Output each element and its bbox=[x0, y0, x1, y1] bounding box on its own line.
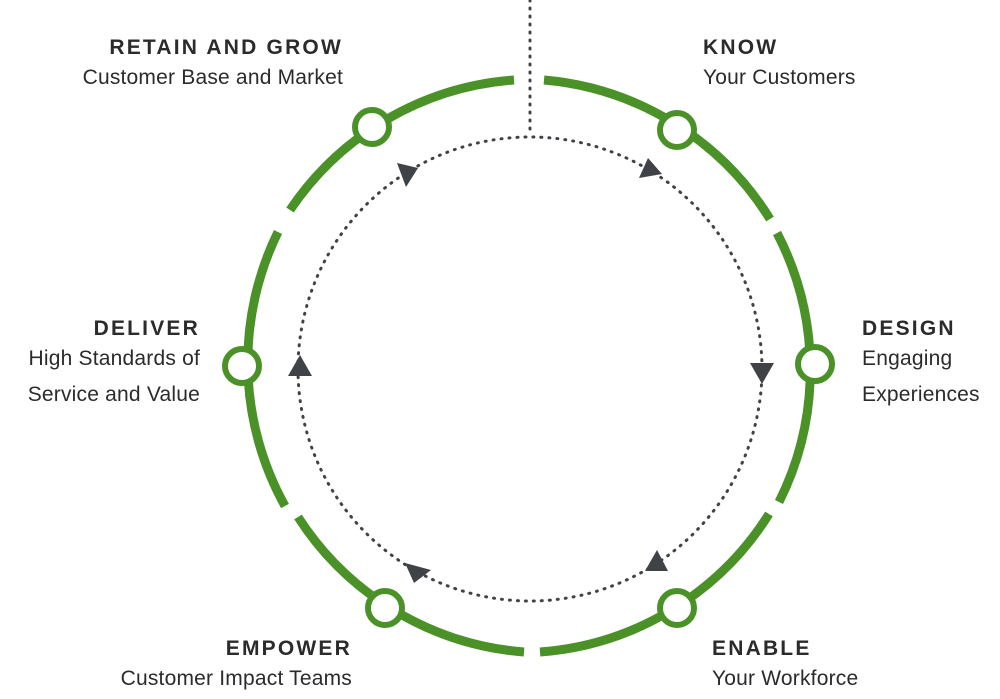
node-design bbox=[795, 344, 835, 384]
arrow-retain bbox=[397, 163, 418, 187]
label-retain-title: RETAIN AND GROW bbox=[109, 36, 343, 59]
label-empower-title: EMPOWER bbox=[225, 637, 352, 660]
label-deliver: DELIVER High Standards of Service and Va… bbox=[28, 317, 200, 413]
node-empower bbox=[365, 588, 405, 628]
ring-segment-bottom-left bbox=[294, 514, 525, 657]
arrow-design bbox=[750, 363, 774, 384]
ring-segment-top-left bbox=[286, 75, 515, 213]
node-enable bbox=[657, 588, 697, 628]
label-deliver-line-2: Service and Value bbox=[27, 383, 200, 406]
node-know bbox=[657, 110, 697, 150]
label-empower: EMPOWER Customer Impact Teams bbox=[121, 637, 352, 697]
label-retain: RETAIN AND GROW Customer Base and Market bbox=[83, 36, 343, 96]
label-enable-line: Your Workforce bbox=[712, 667, 859, 690]
arrow-enable bbox=[645, 550, 668, 571]
label-design-line-1: Engaging bbox=[862, 347, 953, 370]
label-design: DESIGN Engaging Experiences bbox=[862, 317, 980, 413]
label-deliver-line-1: High Standards of bbox=[28, 347, 200, 370]
arrow-empower bbox=[405, 563, 431, 583]
label-design-line-2: Experiences bbox=[862, 383, 980, 406]
label-know: KNOW Your Customers bbox=[703, 36, 856, 96]
label-deliver-title: DELIVER bbox=[93, 317, 200, 340]
node-deliver bbox=[222, 346, 262, 386]
label-enable-title: ENABLE bbox=[712, 637, 812, 660]
label-know-title: KNOW bbox=[703, 36, 779, 59]
ring-segment-bottom-right bbox=[539, 511, 773, 657]
node-retain bbox=[352, 107, 392, 147]
arrow-know bbox=[639, 158, 662, 178]
label-empower-line: Customer Impact Teams bbox=[120, 667, 352, 690]
label-enable: ENABLE Your Workforce bbox=[712, 637, 858, 697]
ring-segment-top-right bbox=[543, 75, 774, 222]
label-know-line: Your Customers bbox=[703, 66, 856, 89]
outer-ring bbox=[243, 75, 815, 657]
label-design-title: DESIGN bbox=[862, 317, 956, 340]
inner-dotted-circle bbox=[296, 135, 764, 603]
label-retain-line: Customer Base and Market bbox=[82, 66, 343, 89]
arrow-deliver bbox=[288, 355, 312, 376]
